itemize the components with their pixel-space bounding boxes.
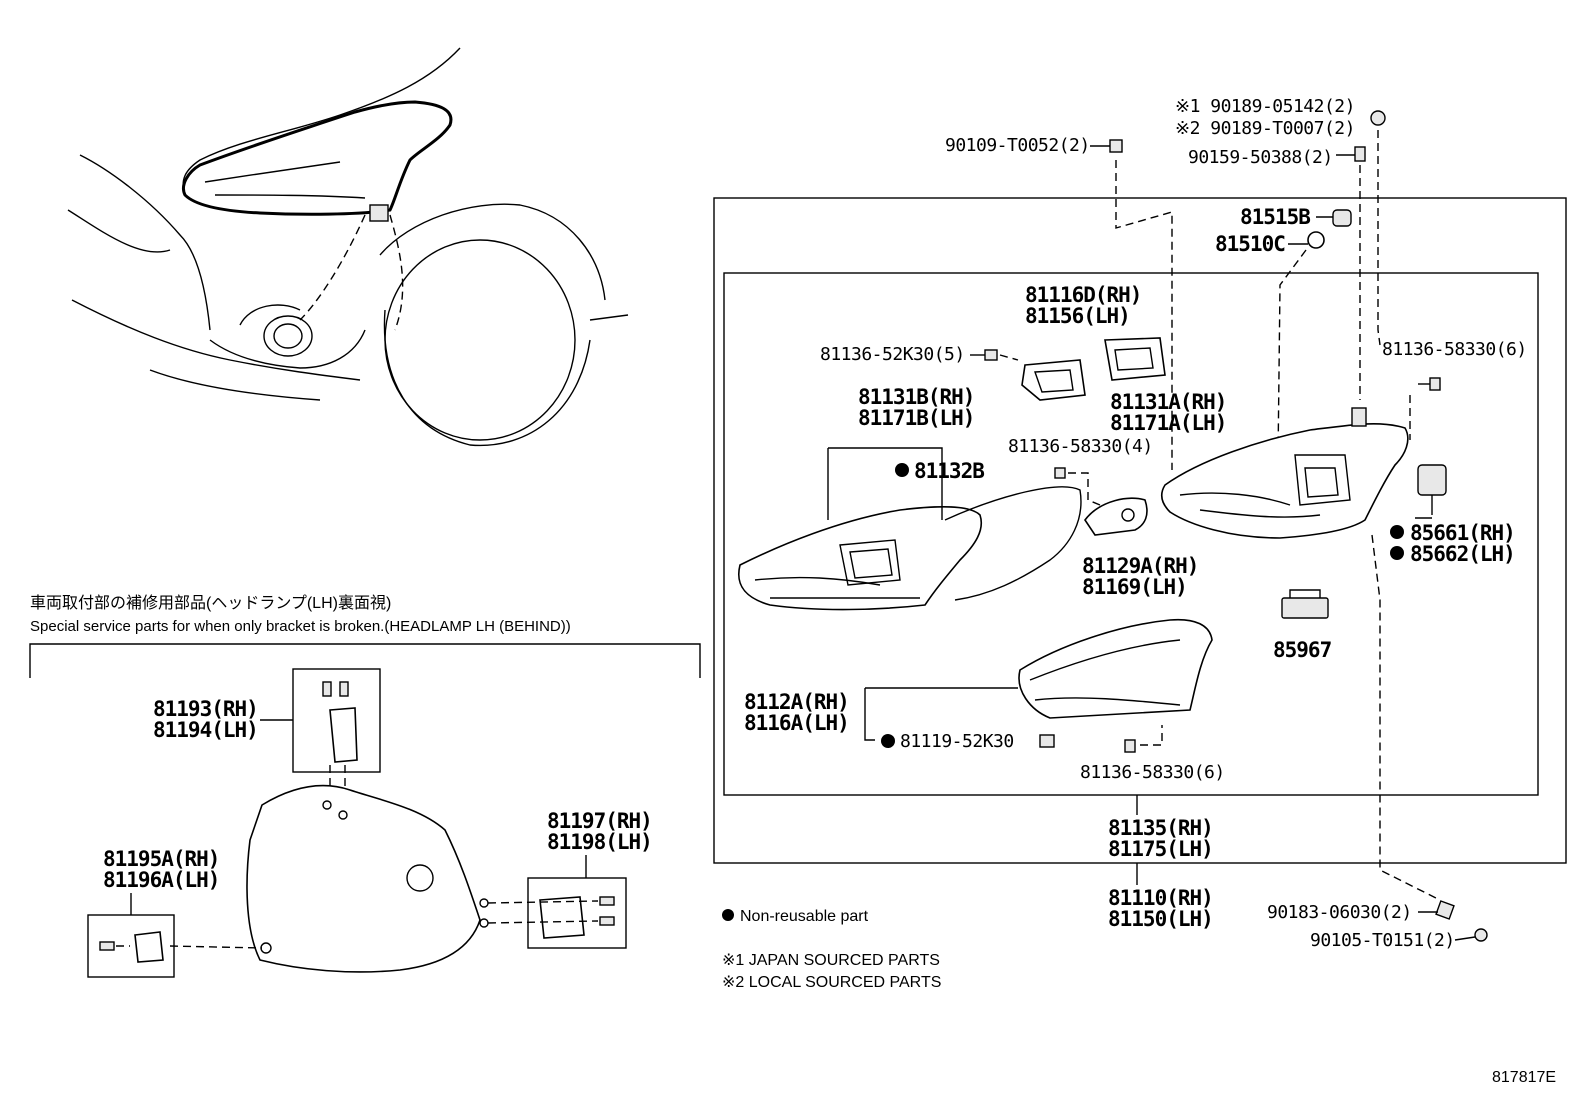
service-parts-section (29, 643, 701, 978)
label-81196a: 81196A(LH) (103, 868, 219, 892)
label-81150: 81150(LH) (1108, 907, 1213, 931)
inner-assembly-frame (723, 272, 1539, 796)
part-labels: 90109-T0052(2) ※1 90189-05142(2) ※2 9018… (103, 96, 1527, 951)
outer-assembly-frame (713, 197, 1567, 864)
label-81510: 81510C (1215, 232, 1285, 256)
label-85661: 85661(RH) (1410, 521, 1515, 545)
bottom-fasteners (1418, 900, 1488, 942)
filled-circle-icon (722, 909, 734, 921)
service-title-english: Special service parts for when only brac… (30, 618, 571, 635)
diagram-id: 817817E (1492, 1069, 1556, 1086)
headlamp-lens (738, 447, 1082, 611)
notes: 車両取付部の補修用部品(ヘッドランプ(LH)裏面視) Special servi… (30, 593, 1556, 1086)
label-85662: 85662(LH) (1410, 542, 1515, 566)
non-reusable-note: Non-reusable part (740, 908, 869, 925)
label-81129a: 81129A(RH) (1082, 554, 1198, 578)
label-90159: 90159-50388(2) (1188, 147, 1333, 168)
filled-circle-icon (1390, 525, 1404, 539)
label-81194: 81194(LH) (153, 718, 258, 742)
label-81131a: 81131A(RH) (1110, 390, 1226, 414)
label-81156: 81156(LH) (1025, 304, 1130, 328)
label-81136-58330-6b: 81136-58330(6) (1080, 762, 1225, 783)
label-81132b: 81132B (914, 459, 984, 483)
label-90189-local: ※2 90189-T0007(2) (1175, 118, 1355, 139)
label-90183: 90183-06030(2) (1267, 902, 1412, 923)
label-81171a: 81171A(LH) (1110, 411, 1226, 435)
label-81198: 81198(LH) (547, 830, 652, 854)
japan-sourced-note: ※1 JAPAN SOURCED PARTS (722, 952, 940, 969)
filled-circle-icon (1390, 546, 1404, 560)
label-81136-58330-6a: 81136-58330(6) (1382, 339, 1527, 360)
label-85967: 85967 (1273, 638, 1332, 662)
service-title-japanese: 車両取付部の補修用部品(ヘッドランプ(LH)裏面視) (30, 593, 391, 612)
label-81110: 81110(RH) (1108, 886, 1213, 910)
label-81116: 81116D(RH) (1025, 283, 1141, 307)
label-8112a: 8112A(RH) (744, 690, 849, 714)
label-81136-58330-4: 81136-58330(4) (1008, 436, 1153, 457)
label-81195a: 81195A(RH) (103, 847, 219, 871)
filled-circle-icon (881, 734, 895, 748)
label-8116a: 8116A(LH) (744, 711, 849, 735)
label-81171b: 81171B(LH) (858, 406, 974, 430)
label-81193: 81193(RH) (153, 697, 258, 721)
label-81135: 81135(RH) (1108, 816, 1213, 840)
label-81175: 81175(LH) (1108, 837, 1213, 861)
label-81515: 81515B (1240, 205, 1310, 229)
local-sourced-note: ※2 LOCAL SOURCED PARTS (722, 974, 941, 991)
label-81197: 81197(RH) (547, 809, 652, 833)
label-81136-52k30: 81136-52K30(5) (820, 344, 965, 365)
inner-components (970, 337, 1329, 619)
label-90109: 90109-T0052(2) (945, 135, 1090, 156)
label-81131b: 81131B(RH) (858, 385, 974, 409)
headlamp-housing (1160, 377, 1447, 901)
car-front-illustration (67, 47, 629, 447)
label-90189-japan: ※1 90189-05142(2) (1175, 96, 1355, 117)
filled-circle-icon (895, 463, 909, 477)
lower-bracket (864, 618, 1213, 753)
top-fasteners (1090, 110, 1386, 470)
label-81119: 81119-52K30 (900, 731, 1014, 752)
label-81169: 81169(LH) (1082, 575, 1187, 599)
label-90105: 90105-T0151(2) (1310, 930, 1455, 951)
